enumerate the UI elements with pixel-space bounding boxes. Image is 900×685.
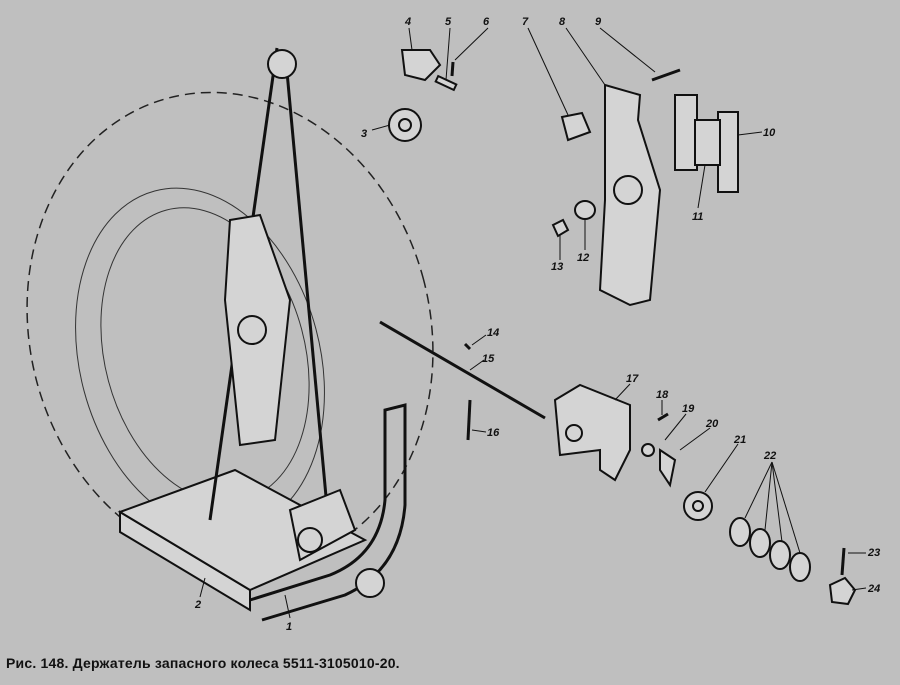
callout-11: 11	[692, 211, 703, 223]
callout-21: 21	[733, 434, 746, 446]
callout-4: 4	[404, 16, 411, 28]
leader-lines	[199, 27, 867, 619]
exploded-parts	[379, 49, 857, 606]
callout-10: 10	[763, 127, 776, 139]
callout-16: 16	[487, 427, 500, 439]
callout-23: 23	[867, 547, 880, 559]
callout-18: 18	[656, 389, 669, 401]
callout-6: 6	[483, 16, 490, 28]
callout-22: 22	[763, 450, 776, 462]
callout-17: 17	[626, 373, 639, 385]
callout-24: 24	[867, 583, 880, 595]
callout-1: 1	[286, 621, 292, 633]
callout-15: 15	[482, 353, 495, 365]
callout-5: 5	[445, 16, 452, 28]
figure-caption: Рис. 148. Держатель запасного колеса 551…	[6, 655, 400, 671]
callout-9: 9	[595, 16, 602, 28]
callout-12: 12	[577, 252, 589, 264]
callout-19: 19	[682, 403, 695, 415]
callout-20: 20	[705, 418, 719, 430]
base-frame	[117, 47, 407, 622]
callout-labels: 1 2 3 4 5 6 7 8 9 10 11 12 13 14 15 16 1…	[194, 16, 880, 633]
callout-3: 3	[361, 128, 367, 140]
callout-14: 14	[487, 327, 499, 339]
callout-7: 7	[522, 16, 529, 28]
callout-8: 8	[559, 16, 566, 28]
callout-13: 13	[551, 261, 563, 273]
callout-2: 2	[194, 599, 201, 611]
